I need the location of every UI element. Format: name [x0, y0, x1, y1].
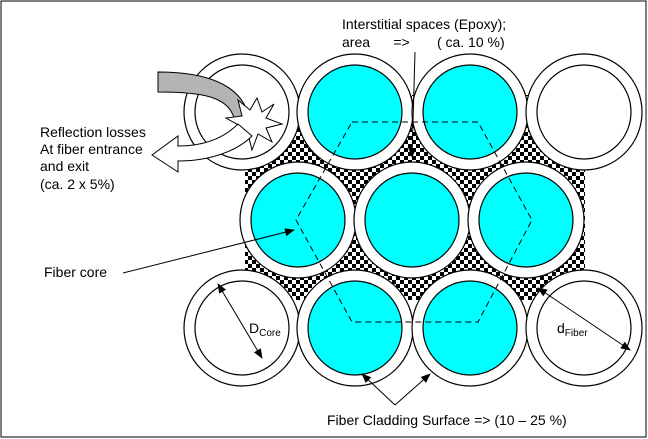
core-diameter-subscript: Core [259, 328, 281, 339]
fiber-row1-col4 [525, 53, 643, 171]
fiber-diameter-arrow [537, 287, 631, 351]
cladding-pointer-right [394, 373, 431, 406]
fiber-diameter-symbol: d [557, 320, 565, 336]
core-diameter-symbol: D [249, 320, 260, 336]
reflected-light-arrow [151, 123, 253, 173]
reflection-label-line4: (ca. 2 x 5%) [40, 176, 115, 192]
interstitial-label-line1: Interstitial spaces (Epoxy); [342, 16, 507, 32]
fiber-core [536, 64, 632, 160]
fiber-diameter-subscript: Fiber [564, 328, 588, 339]
fiber-row3-col3 [411, 269, 529, 387]
cladding-pointer-left [361, 373, 396, 406]
interstitial-label-line2: area => ( ca. 10 %) [342, 34, 505, 50]
fiber-row3-col2 [296, 269, 414, 387]
fiber-row1-col3 [411, 53, 529, 171]
fiber-core-pointer [122, 228, 295, 274]
fiber-core [307, 64, 403, 160]
fiber-group [183, 53, 643, 387]
fiber-row2-col2 [353, 161, 471, 279]
fiber-core [250, 172, 346, 268]
reflection-label-line1: Reflection losses [40, 124, 146, 140]
dashed-hexagon [295, 121, 533, 323]
reflection-label-line3: and exit [40, 158, 90, 174]
fiber-core [364, 172, 460, 268]
core-diameter-label: DCore [249, 320, 281, 339]
fiber-core [478, 172, 574, 268]
fiber-row2-col1 [239, 161, 357, 279]
fiber-core-label: Fiber core [44, 264, 108, 280]
fiber-core [422, 64, 518, 160]
interstitial-pointer [408, 51, 417, 158]
cladding-surface-label: Fiber Cladding Surface => (10 – 25 %) [327, 412, 567, 428]
fiber-core [422, 280, 518, 376]
fiber-row2-col3 [467, 161, 585, 279]
fiber-diameter-label: dFiber [557, 320, 588, 339]
fiber-row1-col2 [296, 53, 414, 171]
fiber-core [307, 280, 403, 376]
fiber-row3-col1 [183, 269, 301, 387]
core-diameter-arrow [217, 283, 263, 359]
reflection-label-line2: At fiber entrance [40, 141, 143, 157]
